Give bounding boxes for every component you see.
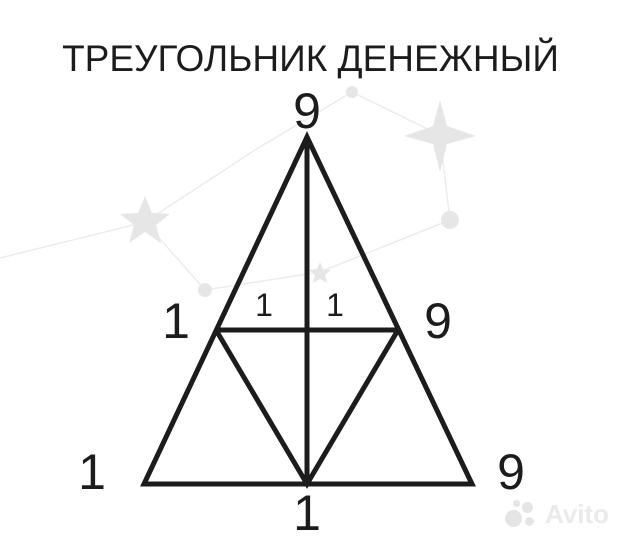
constellation-dot bbox=[441, 211, 459, 229]
constellation-dot bbox=[198, 283, 212, 297]
label-bottom-right: 9 bbox=[497, 444, 525, 500]
constellation-stars bbox=[120, 86, 476, 297]
small-star-icon bbox=[309, 262, 331, 283]
avito-watermark: Avito bbox=[504, 499, 609, 530]
label-top: 9 bbox=[293, 83, 321, 139]
label-bottom-center: 1 bbox=[293, 485, 321, 540]
star-icon bbox=[120, 196, 170, 243]
triangle-lines bbox=[140, 131, 476, 489]
label-mid-left: 1 bbox=[162, 293, 190, 349]
avito-logo-icon bbox=[504, 499, 539, 530]
constellation-background bbox=[0, 91, 451, 291]
diagram-title: ТРЕУГОЛЬНИК ДЕНЕЖНЫЙ bbox=[62, 38, 559, 79]
constellation-dot bbox=[346, 86, 358, 98]
label-mid-right: 9 bbox=[424, 293, 452, 349]
sparkle-icon bbox=[404, 100, 476, 172]
label-inner-left: 1 bbox=[255, 287, 273, 323]
label-inner-right: 1 bbox=[326, 287, 344, 323]
inner-v bbox=[213, 328, 401, 489]
label-bottom-left: 1 bbox=[78, 444, 106, 500]
watermark-text: Avito bbox=[544, 499, 609, 529]
